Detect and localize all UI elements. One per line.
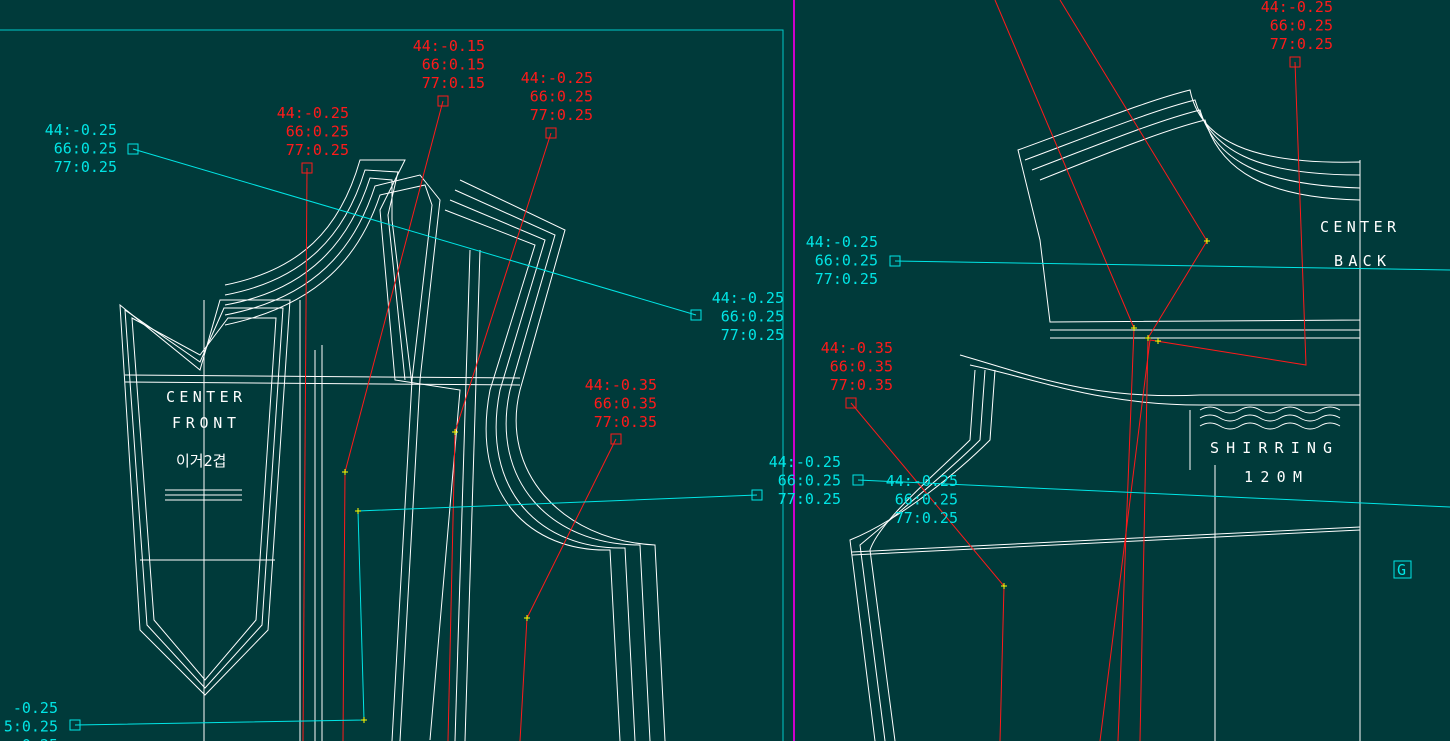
grade-label-line: 66:0.25 (1270, 17, 1333, 35)
grade-label-line: 66:0.25 (286, 123, 349, 141)
grade-label-line: 66:0.25 (778, 472, 841, 490)
grade-label-line: 44:-0.25 (712, 289, 784, 307)
front-side-panel[interactable] (224, 159, 666, 741)
grade-label-line: -0.25 (13, 699, 58, 717)
shirring-label: SHIRRING (1210, 439, 1332, 457)
grade-marker[interactable]: G (1397, 561, 1406, 579)
grade-label-line: 44:-0.35 (821, 339, 893, 357)
grade-label-line: 44:-0.25 (886, 472, 958, 490)
korean-note: 이거2겹 (176, 452, 226, 470)
grade-label-line: 5:0.25 (4, 718, 58, 736)
grade-label-line: 77:0.25 (1270, 35, 1333, 53)
center-back-label: CENTER (1320, 218, 1397, 236)
grade-label-line: 44:-0.25 (45, 121, 117, 139)
grade-label-line: 66:0.25 (815, 252, 878, 270)
grade-label-line: 77:0.25 (530, 106, 593, 124)
grade-label-line: 66:0.25 (895, 491, 958, 509)
grade-point-markers (69, 56, 1301, 731)
grade-label-line: 44:-0.25 (277, 104, 349, 122)
grade-label-line: 77:0.25 (721, 326, 784, 344)
grade-label-line: 44:-0.25 (769, 453, 841, 471)
grade-label-line: 66:0.25 (721, 308, 784, 326)
grade-label-line: 66:0.35 (830, 358, 893, 376)
grade-label-line: 77:0.35 (830, 376, 893, 394)
grade-label-line: 0.25 (22, 736, 58, 741)
grade-label-line: 66:0.25 (54, 140, 117, 158)
grade-label-line: 44:-0.25 (806, 233, 878, 251)
front-center-panel[interactable] (119, 299, 521, 741)
grade-label-line: 77:0.15 (422, 74, 485, 92)
front-label: FRONT (172, 414, 236, 432)
grade-label-line: 44:-0.25 (521, 69, 593, 87)
sheet-border (0, 29, 784, 741)
grade-label-line: 77:0.25 (778, 490, 841, 508)
grade-label-line: 77:0.35 (594, 413, 657, 431)
grade-label-line: 44:-0.25 (1261, 0, 1333, 16)
grade-marker-box[interactable] (1393, 560, 1412, 579)
grade-label-line: 66:0.35 (594, 395, 657, 413)
grade-label-line: 44:-0.35 (585, 376, 657, 394)
grade-label-line: 66:0.15 (422, 56, 485, 74)
grade-label-line: 77:0.25 (815, 270, 878, 288)
grade-label-line: 44:-0.15 (413, 37, 485, 55)
shirring-size-label: 120M (1244, 468, 1302, 486)
grade-label-line: 77:0.25 (895, 509, 958, 527)
grade-label-line: 77:0.25 (286, 141, 349, 159)
grade-label-line: 66:0.25 (530, 88, 593, 106)
grade-label-line: 77:0.25 (54, 158, 117, 176)
back-body-panel[interactable] (849, 354, 1361, 741)
back-yoke-panel[interactable] (1017, 89, 1361, 741)
